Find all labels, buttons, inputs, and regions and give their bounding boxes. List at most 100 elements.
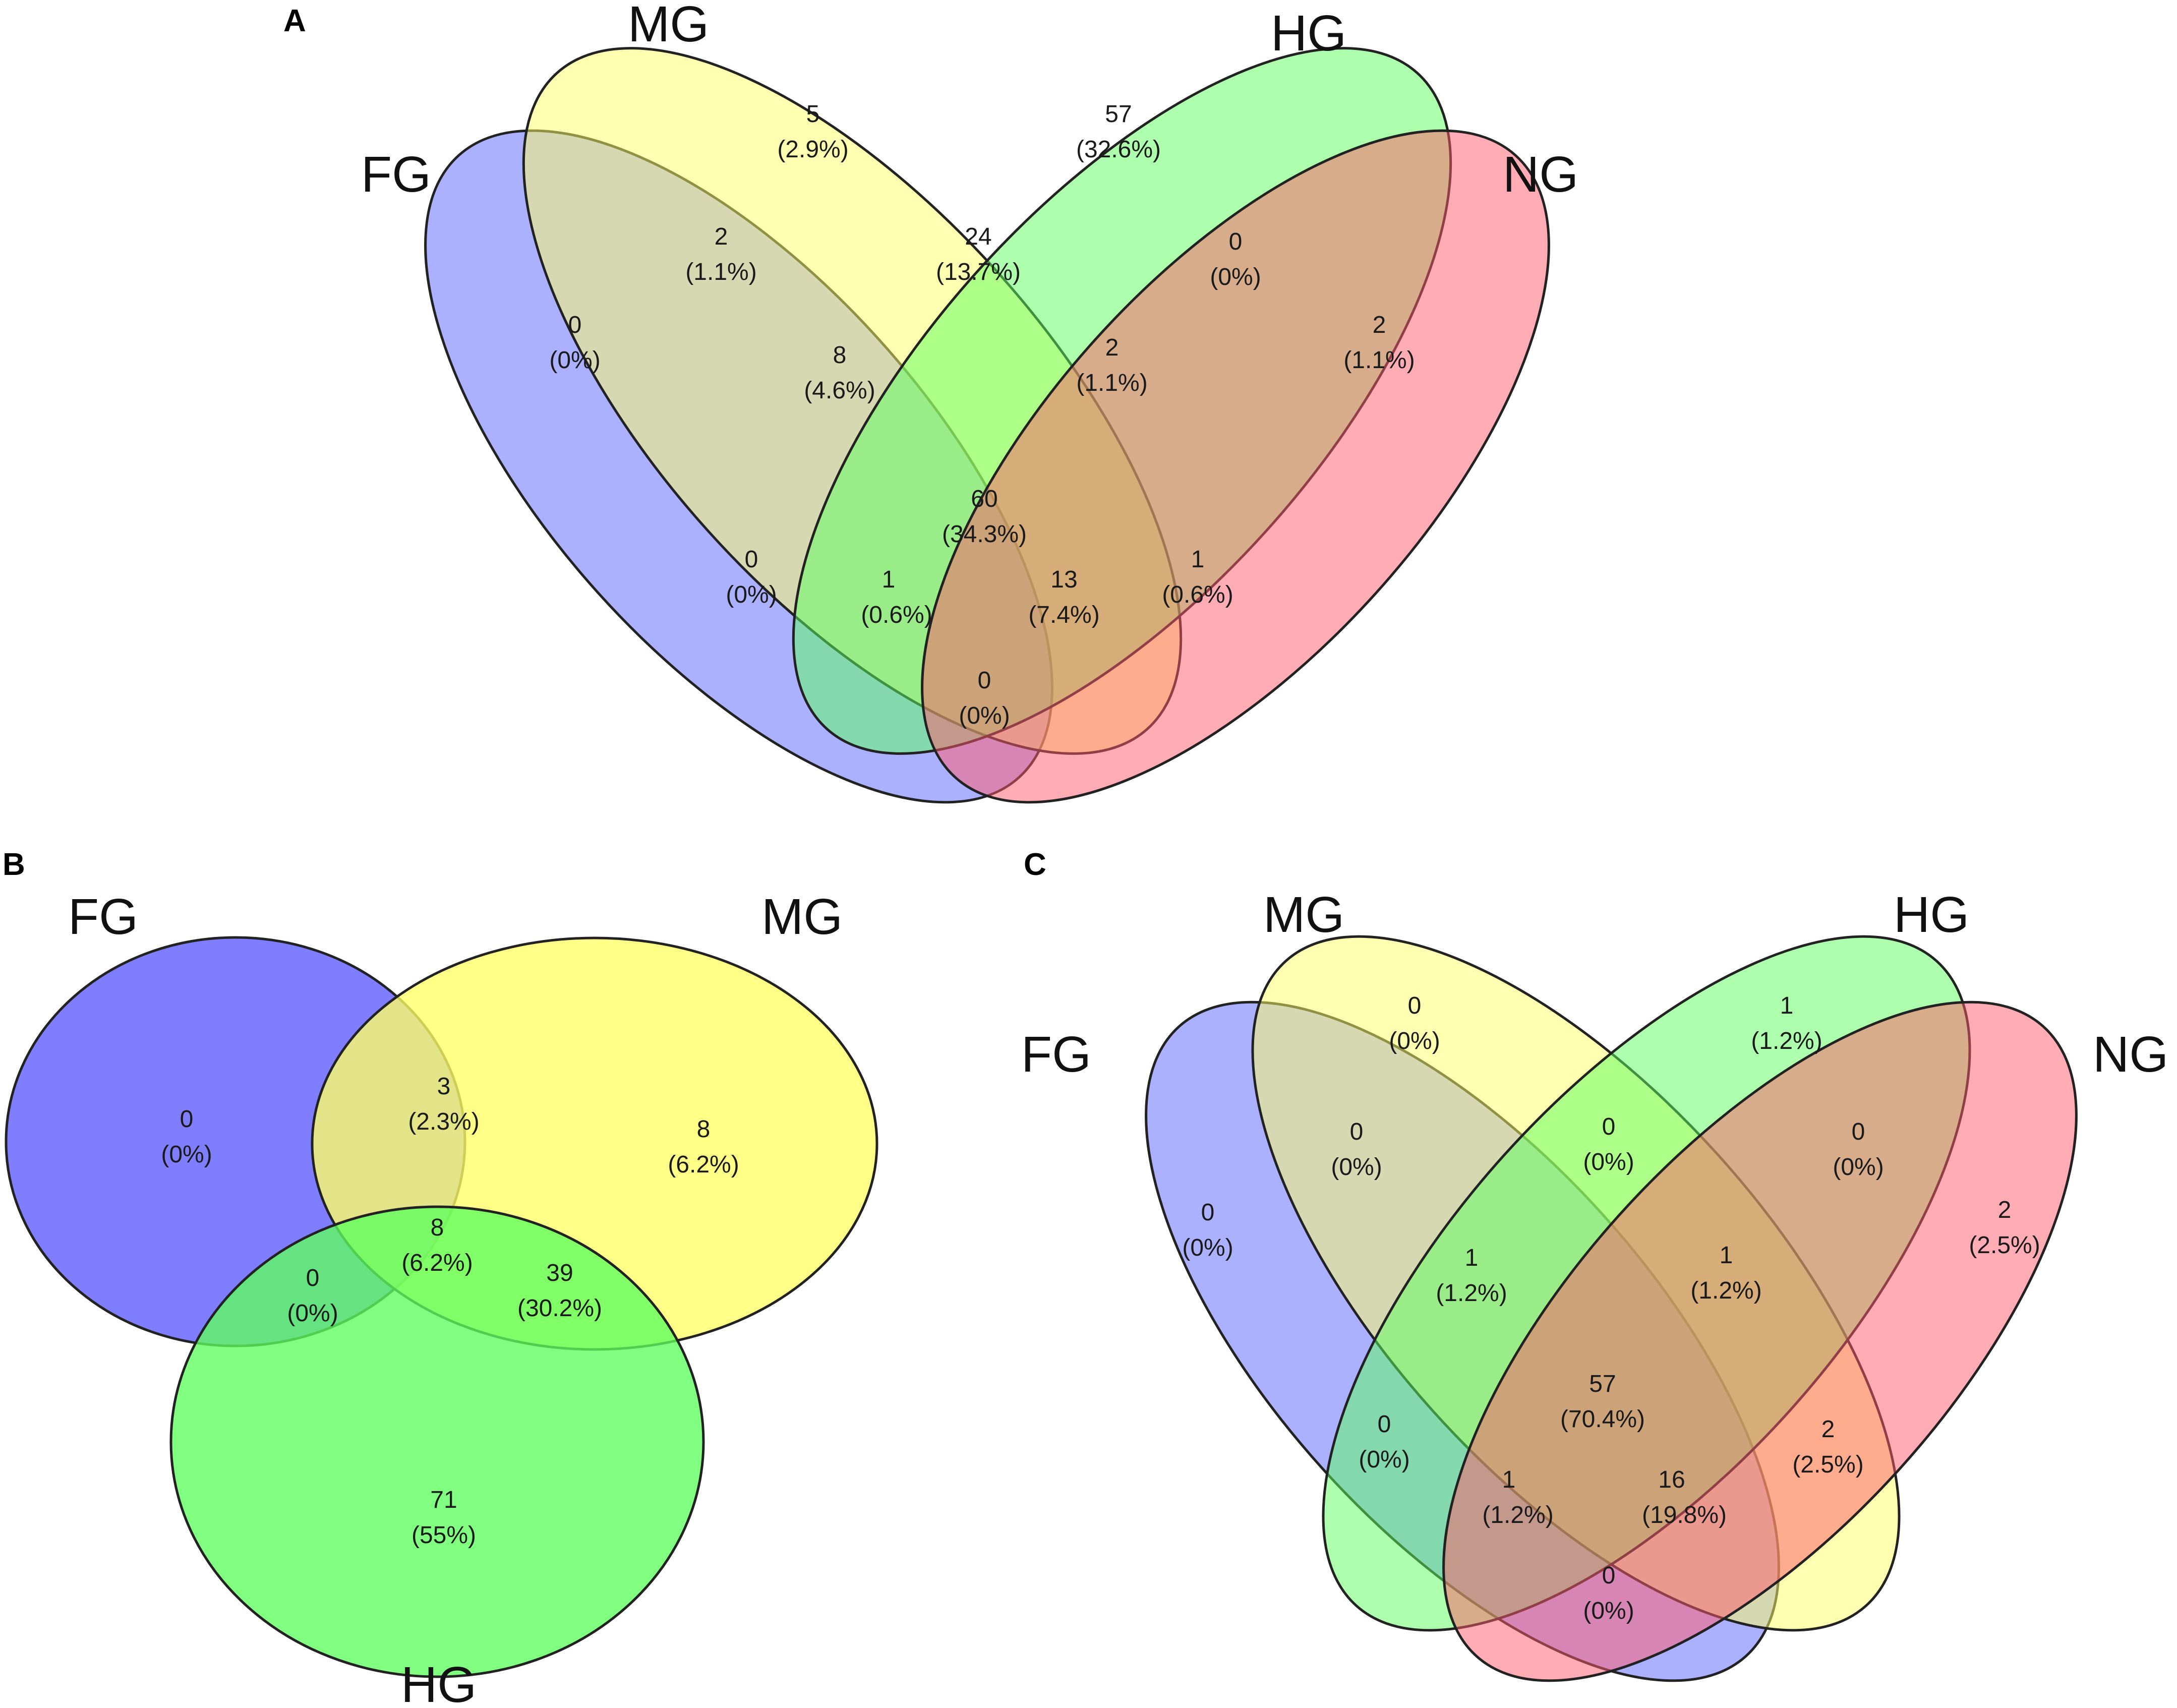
panel-b-region: 0 (0%) (161, 1106, 212, 1168)
panel-c-mg-only-count: 0 (1408, 992, 1422, 1019)
panel-a-fg-only-pct: (0%) (549, 347, 600, 374)
panel-c-mg-label: MG (1263, 887, 1344, 943)
panel-c-mg-ng-count: 2 (1821, 1416, 1835, 1443)
panel-c-region: 0 (0%) (1833, 1118, 1884, 1181)
panel-c-region: 2 (2.5%) (1969, 1197, 2040, 1259)
panel-c-mg-hg-ng-count: 1 (1720, 1242, 1733, 1269)
panel-a-fg-mg-ng-pct: (7.4%) (1028, 602, 1099, 628)
panel-c-region: 0 (0%) (1359, 1411, 1409, 1473)
panel-a-fg-hg-ng-count: 1 (882, 566, 896, 593)
panel-a-region: 0 (0%) (1210, 228, 1261, 290)
panel-c-mg-hg-ng-pct: (1.2%) (1690, 1277, 1761, 1304)
panel-a-all-pct: (34.3%) (942, 521, 1027, 548)
panel-c-fg-mg-ng-pct: (19.8%) (1642, 1502, 1727, 1528)
panel-c-fg-only-pct: (0%) (1182, 1234, 1233, 1261)
panel-c-fg-hg-ng-count: 1 (1502, 1466, 1516, 1493)
panel-a-region: 2 (1.1%) (1076, 334, 1147, 396)
panel-a-region: 13 (7.4%) (1028, 566, 1099, 628)
panel-a-fg-label: FG (361, 146, 431, 203)
panel-a-region: 1 (0.6%) (1162, 546, 1233, 608)
panel-a-mg-ng-count: 1 (1191, 546, 1205, 573)
panel-c-fg-mg-count: 0 (1350, 1118, 1364, 1145)
panel-b-fg-only-count: 0 (180, 1106, 194, 1133)
panel-b-mg-label: MG (761, 889, 843, 945)
panel-b-hg-only-pct: (55%) (411, 1522, 476, 1549)
panel-b-region: 3 (2.3%) (408, 1073, 479, 1135)
panel-c-ng-ellipse (1442, 1000, 2078, 1682)
panel-a-letter: A (283, 4, 306, 38)
panel-c-region: 0 (0%) (1583, 1562, 1634, 1624)
panel-c-mg-ng-pct: (2.5%) (1792, 1451, 1863, 1478)
panel-b-region: 8 (6.2%) (401, 1214, 473, 1276)
panel-a-region: 2 (1.1%) (685, 223, 756, 285)
panel-a-mg-ng-pct: (0.6%) (1162, 581, 1233, 608)
panel-c-region: 2 (2.5%) (1792, 1416, 1863, 1478)
panel-c-fg-hg-count: 0 (1378, 1411, 1391, 1438)
panel-b-region: 0 (0%) (287, 1265, 338, 1327)
panel-a-fg-mg-hg-pct: (4.6%) (804, 377, 875, 404)
panel-a-region: 5 (2.9%) (777, 101, 848, 163)
panel-b-mg-hg-pct: (30.2%) (517, 1295, 602, 1322)
panel-c-fg-hg-ng-pct: (1.2%) (1482, 1502, 1553, 1528)
panel-c-ng-only-count: 2 (1998, 1197, 2012, 1223)
panel-c-fg-mg-ng-count: 16 (1658, 1466, 1685, 1493)
panel-c-fg-label: FG (1021, 1026, 1091, 1083)
panel-b-fg-hg-count: 0 (306, 1265, 320, 1291)
panel-c-hg-label: HG (1894, 887, 1969, 943)
panel-b-fg-only-pct: (0%) (161, 1141, 212, 1168)
panel-a-fg-hg-ng-pct: (0.6%) (861, 602, 932, 628)
panel-c-region: 0 (0%) (1583, 1113, 1634, 1175)
panel-c-region: 1 (1.2%) (1436, 1245, 1507, 1307)
panel-c-ellipses (1145, 935, 2078, 1682)
panel-a: A FG MG HG NG 5 (2.9%) 57 (32.6%) 2 (1.1… (283, 0, 1578, 804)
panel-b-letter: B (3, 847, 25, 882)
panel-c-fg-mg-hg-pct: (1.2%) (1436, 1280, 1507, 1307)
panel-c-ng-label: NG (2093, 1026, 2168, 1083)
panel-c-region: 1 (1.2%) (1482, 1466, 1553, 1528)
panel-a-hg-ng-count: 0 (1229, 228, 1243, 255)
panel-a-region: 1 (0.6%) (861, 566, 932, 628)
panel-b-hg-only-count: 71 (430, 1487, 457, 1513)
panel-a-mg-hg-count: 24 (965, 223, 991, 250)
panel-b-fg-label: FG (68, 889, 138, 945)
panel-c-fg-ng-pct: (0%) (1583, 1598, 1634, 1624)
panel-c: C FG MG HG NG 0 (0%) 1 (1.2%) 0 (0%) 0 (… (1021, 847, 2168, 1682)
panel-a-mg-label: MG (628, 0, 709, 52)
panel-c-region: 16 (19.8%) (1642, 1466, 1727, 1528)
panel-c-region: 57 (70.4%) (1560, 1371, 1645, 1433)
panel-a-hg-label: HG (1271, 5, 1346, 62)
panel-c-region: 0 (0%) (1182, 1199, 1233, 1261)
panel-a-fg-ng-pct: (0%) (959, 702, 1010, 729)
panel-c-fg-hg-pct: (0%) (1359, 1446, 1409, 1473)
panel-a-region: 0 (0%) (959, 667, 1010, 729)
panel-a-fg-hg-pct: (0%) (726, 581, 777, 608)
panel-b-region: 8 (6.2%) (668, 1116, 739, 1178)
panel-a-hg-ng-pct: (0%) (1210, 264, 1261, 290)
panel-c-region: 0 (0%) (1331, 1118, 1382, 1181)
panel-a-hg-only-pct: (32.6%) (1076, 136, 1161, 163)
panel-a-ng-label: NG (1503, 146, 1578, 203)
panel-b-ellipses (5, 936, 878, 1678)
panel-b-region: 71 (55%) (411, 1487, 476, 1549)
panel-a-mg-hg-ng-count: 2 (1105, 334, 1119, 361)
panel-a-ng-only-pct: (1.1%) (1343, 347, 1415, 374)
panel-a-region: 57 (32.6%) (1076, 101, 1161, 163)
panel-c-letter: C (1024, 847, 1046, 882)
panel-c-mg-hg-count: 0 (1602, 1113, 1616, 1140)
panel-c-fg-mg-hg-count: 1 (1465, 1245, 1479, 1271)
panel-a-fg-ng-count: 0 (978, 667, 991, 694)
panel-b-fg-mg-count: 3 (437, 1073, 451, 1100)
panel-a-fg-mg-ng-count: 13 (1050, 566, 1077, 593)
panel-b-fg-hg-pct: (0%) (287, 1300, 338, 1327)
panel-a-region: 60 (34.3%) (942, 486, 1027, 548)
panel-b-mg-only-count: 8 (697, 1116, 711, 1143)
panel-a-ng-only-count: 2 (1373, 312, 1386, 338)
panel-c-region: 1 (1.2%) (1751, 992, 1822, 1054)
panel-b-hg-label: HG (401, 1657, 477, 1708)
panel-c-ng-only-pct: (2.5%) (1969, 1232, 2040, 1259)
panel-a-ellipses (424, 47, 1550, 804)
panel-a-fg-mg-hg-count: 8 (833, 342, 847, 369)
panel-b-fg-mg-hg-pct: (6.2%) (401, 1250, 473, 1276)
panel-a-mg-hg-pct: (13.7%) (936, 259, 1021, 285)
